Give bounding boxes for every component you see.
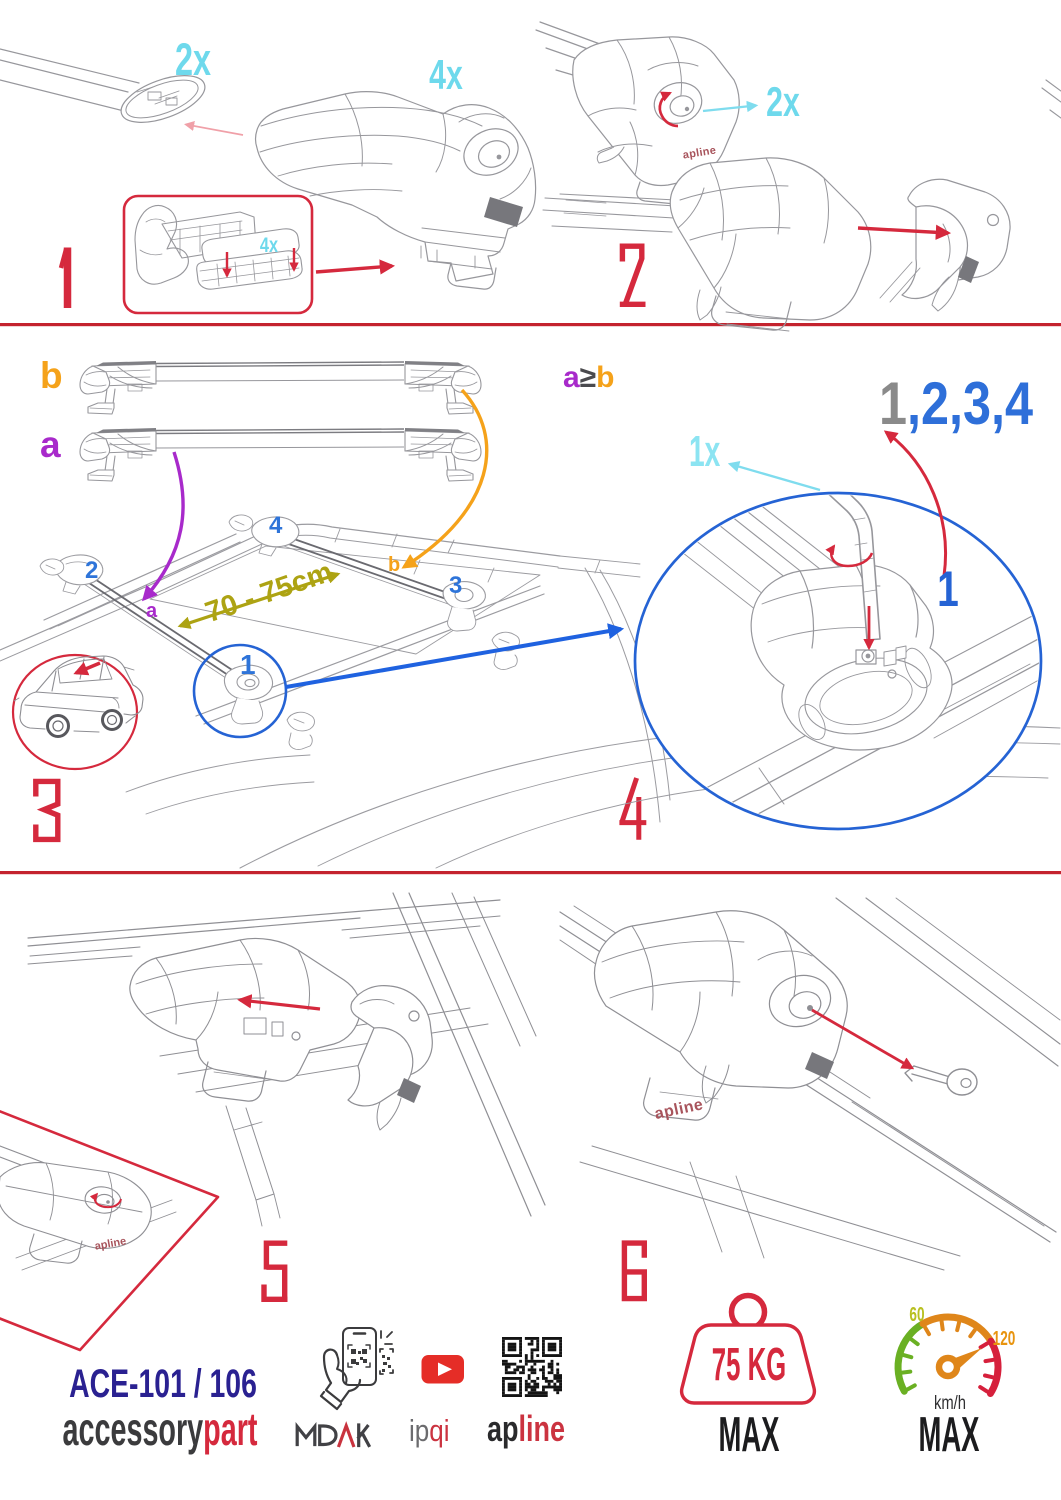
svg-text:apline: apline bbox=[487, 1408, 565, 1449]
svg-text:a: a bbox=[146, 600, 158, 622]
svg-text:120: 120 bbox=[993, 1327, 1016, 1349]
svg-text:b: b bbox=[388, 554, 400, 576]
svg-text:3: 3 bbox=[449, 572, 462, 599]
svg-text:1x: 1x bbox=[689, 427, 721, 476]
svg-text:km/h: km/h bbox=[934, 1392, 966, 1413]
svg-text:2x: 2x bbox=[175, 36, 211, 85]
svg-text:a≥b: a≥b bbox=[563, 361, 614, 394]
svg-text:2: 2 bbox=[85, 557, 98, 584]
svg-text:apline: apline bbox=[94, 1235, 127, 1252]
svg-text:1: 1 bbox=[240, 649, 256, 680]
svg-text:MAX: MAX bbox=[719, 1408, 780, 1462]
svg-text:4x: 4x bbox=[260, 233, 279, 256]
svg-text:4: 4 bbox=[269, 512, 283, 539]
svg-text:60: 60 bbox=[909, 1303, 924, 1325]
svg-text:75 KG: 75 KG bbox=[712, 1338, 786, 1390]
svg-text:2x: 2x bbox=[766, 78, 800, 125]
svg-text:b: b bbox=[40, 355, 63, 396]
svg-text:70 - 75cm: 70 - 75cm bbox=[201, 556, 336, 629]
svg-text:1: 1 bbox=[937, 560, 959, 617]
svg-text:4x: 4x bbox=[429, 51, 463, 98]
svg-text:ACE-101 / 106: ACE-101 / 106 bbox=[69, 1362, 257, 1406]
svg-text:accessorypart: accessorypart bbox=[63, 1404, 258, 1456]
svg-text:a: a bbox=[40, 424, 61, 465]
svg-text:MAX: MAX bbox=[919, 1408, 980, 1462]
svg-text:1,2,3,4: 1,2,3,4 bbox=[879, 370, 1033, 437]
svg-text:apline: apline bbox=[682, 144, 717, 161]
svg-text:ipqi: ipqi bbox=[409, 1414, 450, 1449]
